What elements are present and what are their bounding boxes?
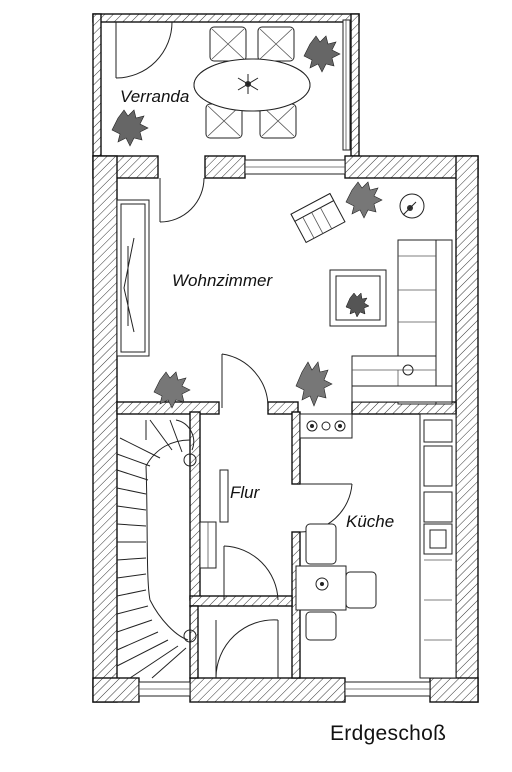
chair bbox=[205, 103, 243, 139]
coffee-table bbox=[329, 269, 387, 327]
veranda-door[interactable] bbox=[115, 21, 173, 79]
sofa bbox=[351, 239, 453, 405]
terrace-door[interactable] bbox=[159, 177, 205, 223]
room-label-flur: Flur bbox=[230, 483, 261, 502]
tv-cabinet bbox=[116, 199, 150, 357]
window bbox=[244, 159, 346, 175]
flower-icon bbox=[237, 74, 259, 94]
armchair bbox=[290, 192, 346, 244]
kitchen-table bbox=[295, 523, 377, 641]
window bbox=[344, 681, 431, 697]
chair bbox=[257, 26, 295, 62]
floor-caption: Erdgeschoß bbox=[330, 722, 447, 745]
room-label-kueche: Küche bbox=[346, 512, 394, 531]
staircase bbox=[116, 419, 197, 679]
kitchen-counter bbox=[419, 413, 457, 679]
flur-door[interactable] bbox=[223, 545, 279, 601]
entrance-door[interactable] bbox=[215, 619, 279, 679]
window bbox=[138, 681, 191, 697]
chair bbox=[209, 26, 247, 62]
chair bbox=[259, 103, 297, 139]
plant-icon bbox=[295, 361, 333, 407]
dining-table bbox=[193, 26, 311, 139]
veranda-walls bbox=[92, 13, 360, 157]
room-label-wohnzimmer: Wohnzimmer bbox=[172, 271, 273, 290]
plant-icon bbox=[111, 109, 149, 147]
stove bbox=[299, 413, 353, 439]
plant-icon bbox=[345, 181, 383, 219]
living-room-door[interactable] bbox=[221, 353, 269, 409]
plant-icon bbox=[153, 371, 191, 409]
wardrobe bbox=[199, 469, 229, 569]
room-label-veranda: Verranda bbox=[120, 87, 189, 106]
interior-walls bbox=[116, 401, 457, 679]
floor-lamp-icon bbox=[399, 193, 425, 219]
plant-icon bbox=[303, 35, 341, 73]
